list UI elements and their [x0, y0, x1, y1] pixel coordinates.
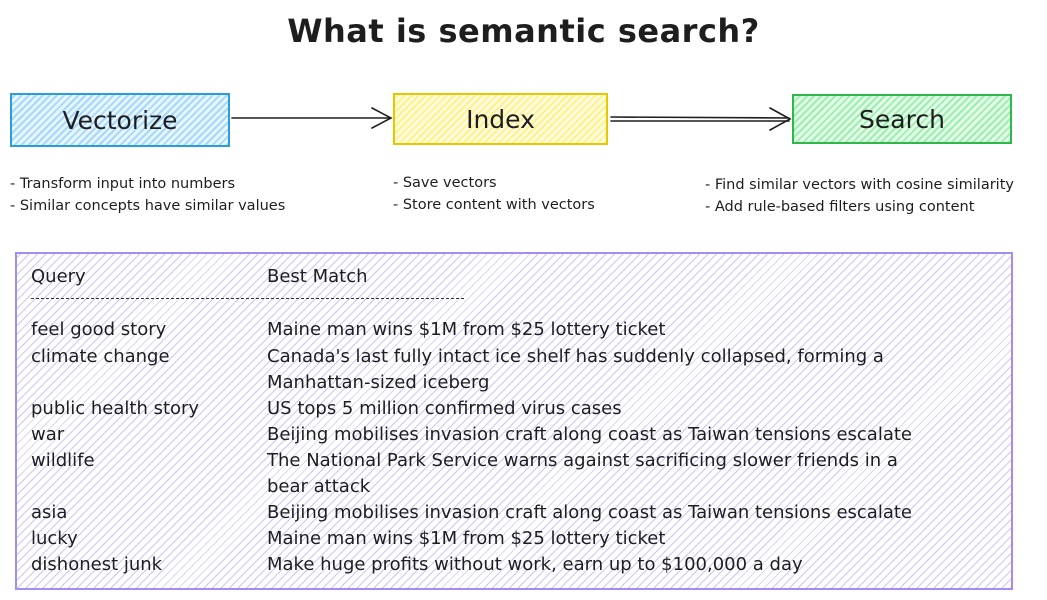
row-query: dishonest junk — [31, 554, 163, 575]
row-query: war — [31, 424, 65, 445]
row-match: Beijing mobilises invasion craft along c… — [267, 502, 912, 523]
row-match-continued: bear attack — [267, 476, 371, 497]
row-query: lucky — [31, 528, 78, 549]
note-item: - Find similar vectors with cosine simil… — [705, 177, 1014, 193]
note-item: - Store content with vectors — [393, 197, 595, 213]
diagram-title: What is semantic search? — [287, 12, 760, 50]
row-query: feel good story — [31, 319, 167, 340]
row-match: Canada's last fully intact ice shelf has… — [267, 346, 884, 367]
stage-index-label: Index — [466, 104, 535, 134]
note-item: - Save vectors — [393, 175, 497, 191]
row-match: Beijing mobilises invasion craft along c… — [267, 424, 912, 445]
row-match: The National Park Service warns against … — [267, 450, 898, 471]
stage-search-label: Search — [859, 104, 945, 134]
row-match-continued: Manhattan-sized iceberg — [267, 372, 490, 393]
note-item: - Transform input into numbers — [10, 176, 236, 192]
stage-search: Search — [792, 94, 1012, 144]
header-best-match: Best Match — [267, 266, 368, 287]
header-query: Query — [31, 266, 86, 287]
row-match: US tops 5 million confirmed virus cases — [267, 398, 622, 419]
stage-vectorize: Vectorize — [10, 93, 230, 147]
arrow-vectorize-to-index — [231, 107, 393, 129]
row-match: Make huge profits without work, earn up … — [267, 554, 803, 575]
stage-index: Index — [393, 93, 608, 145]
row-query: wildlife — [31, 450, 95, 471]
header-divider — [31, 298, 464, 299]
arrow-index-to-search — [610, 107, 792, 131]
row-match: Maine man wins $1M from $25 lottery tick… — [267, 319, 666, 340]
row-query: public health story — [31, 398, 200, 419]
note-item: - Similar concepts have similar values — [10, 198, 286, 214]
note-item: - Add rule-based filters using content — [705, 199, 975, 215]
results-panel — [15, 252, 1013, 590]
row-match: Maine man wins $1M from $25 lottery tick… — [267, 528, 666, 549]
notes-search: - Find similar vectors with cosine simil… — [705, 174, 1014, 218]
row-query: asia — [31, 502, 68, 523]
row-query: climate change — [31, 346, 170, 367]
notes-vectorize: - Transform input into numbers - Similar… — [10, 173, 285, 217]
stage-vectorize-label: Vectorize — [62, 105, 178, 135]
notes-index: - Save vectors - Store content with vect… — [393, 172, 595, 216]
